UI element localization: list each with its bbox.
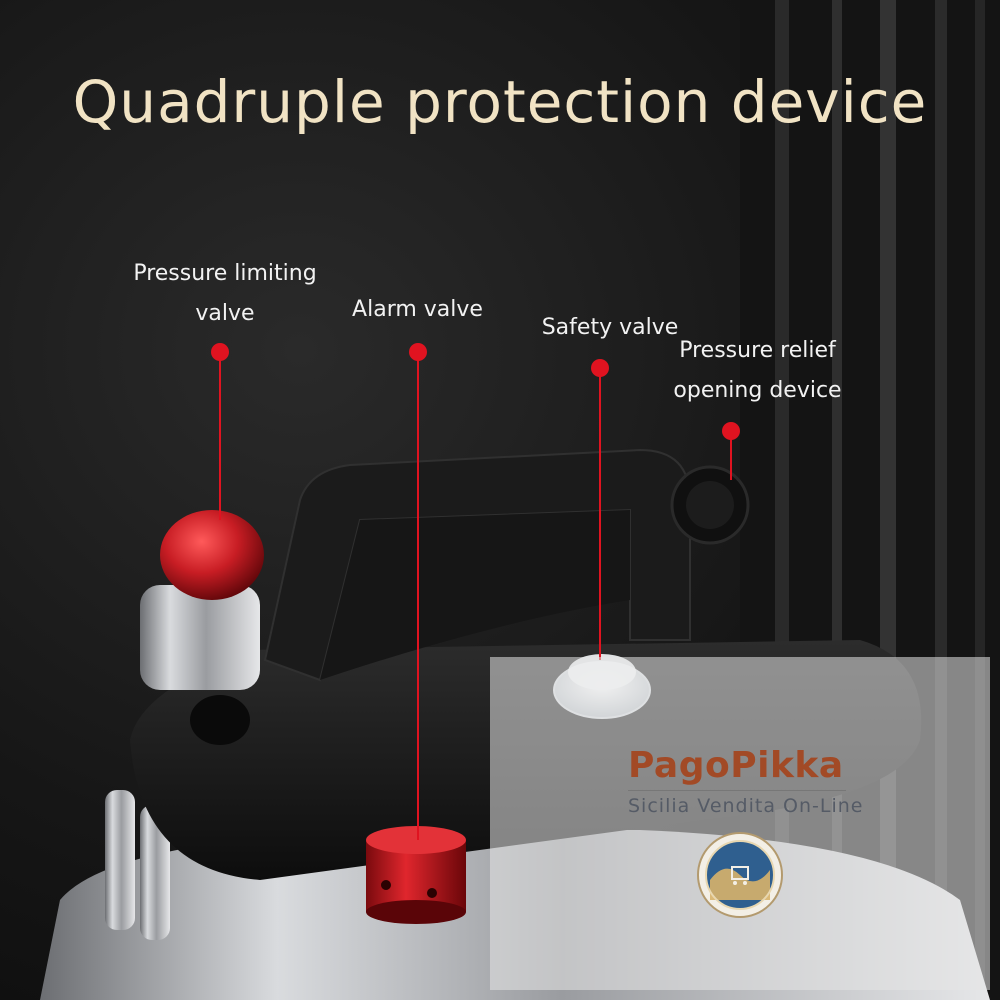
alarm-valve bbox=[366, 826, 466, 924]
marker-dot bbox=[211, 343, 229, 361]
marker-dot bbox=[591, 359, 609, 377]
headline: Quadruple protection device bbox=[72, 68, 928, 136]
callout-pressure-limiting-valve: Pressure limiting valve bbox=[133, 261, 317, 326]
lid-clip bbox=[105, 790, 170, 940]
watermark-seal-icon bbox=[697, 832, 783, 918]
marker-dot bbox=[409, 343, 427, 361]
lid-handle bbox=[263, 448, 691, 682]
marker-dot bbox=[722, 422, 740, 440]
callout-alarm-valve: Alarm valve bbox=[352, 297, 483, 322]
callout-pressure-relief-opening-device: Pressure relief opening device bbox=[673, 338, 842, 403]
callout-safety-valve: Safety valve bbox=[541, 315, 679, 340]
watermark-brand: PagoPikka bbox=[628, 745, 844, 786]
watermark-divider bbox=[628, 790, 846, 791]
callout-markers bbox=[211, 343, 740, 840]
pressure-limiting-valve bbox=[140, 510, 264, 690]
watermark-tagline: Sicilia Vendita On-Line bbox=[628, 795, 864, 817]
watermark-overlay bbox=[490, 657, 990, 990]
